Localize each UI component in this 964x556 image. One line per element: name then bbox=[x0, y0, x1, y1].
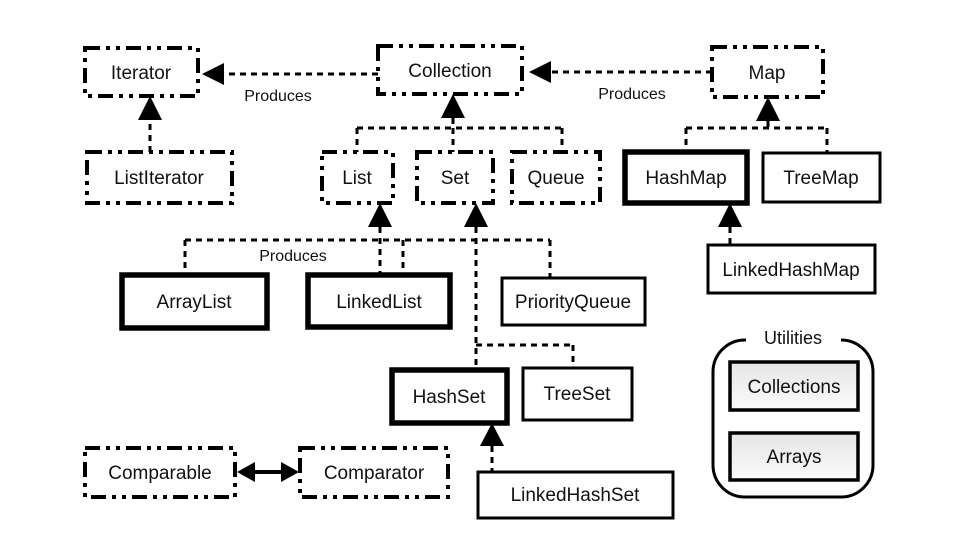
inheritance-arrowhead-up-icon bbox=[138, 96, 162, 120]
node-collection-box bbox=[376, 44, 524, 96]
node-priorityqueue-box bbox=[500, 276, 647, 327]
node-comparable: Comparable bbox=[83, 446, 237, 499]
node-hashmap-box bbox=[622, 149, 750, 206]
node-arrays-utility: Arrays bbox=[728, 431, 860, 482]
node-queue-box bbox=[510, 150, 602, 205]
inheritance-arrowhead-up-icon bbox=[756, 97, 780, 121]
node-linkedhashset-box bbox=[476, 470, 675, 520]
node-linkedlist: LinkedList bbox=[305, 272, 453, 330]
node-iterator-box bbox=[83, 46, 200, 98]
node-set: Set bbox=[415, 150, 495, 205]
node-priorityqueue: PriorityQueue bbox=[500, 276, 647, 327]
node-queue: Queue bbox=[510, 150, 602, 205]
inheritance-arrowhead-up-icon bbox=[464, 203, 488, 227]
node-treeset-label: TreeSet bbox=[544, 384, 612, 405]
produces-label-map-collection: Produces bbox=[598, 86, 666, 103]
node-iterator-label: Iterator bbox=[111, 63, 172, 84]
node-list-label: List bbox=[342, 168, 372, 189]
connectors: Iterator --> Collection --> bbox=[138, 61, 829, 482]
node-hashset: HashSet bbox=[389, 367, 510, 426]
inheritance-arrowhead-up-icon bbox=[441, 94, 465, 118]
node-treemap-label: TreeMap bbox=[783, 168, 858, 189]
node-linkedhashset-label: LinkedHashSet bbox=[511, 485, 641, 506]
node-map: Map bbox=[710, 45, 825, 99]
node-set-box bbox=[415, 150, 495, 205]
node-linkedlist-label: LinkedList bbox=[336, 292, 422, 313]
double-arrowhead-right-icon bbox=[281, 462, 299, 482]
node-collections-label: Collections bbox=[748, 377, 841, 398]
node-arraylist: ArrayList bbox=[119, 272, 270, 331]
node-linkedhashset: LinkedHashSet bbox=[476, 470, 675, 520]
node-linkedlist-box bbox=[305, 272, 453, 330]
node-queue-label: Queue bbox=[527, 168, 584, 189]
node-hashset-box bbox=[389, 367, 510, 426]
node-comparator-label: Comparator bbox=[324, 463, 425, 484]
node-map-label: Map bbox=[749, 63, 786, 84]
node-listiterator: ListIterator bbox=[85, 150, 234, 205]
inheritance-arrowhead-up-icon bbox=[368, 203, 392, 227]
node-arraylist-box bbox=[119, 272, 270, 331]
node-collection: Collection bbox=[376, 44, 524, 96]
node-list-box bbox=[320, 150, 395, 205]
node-arraylist-label: ArrayList bbox=[157, 292, 233, 313]
node-collections-utility: Collections bbox=[728, 360, 860, 412]
node-set-label: Set bbox=[441, 168, 470, 189]
node-arrays-box bbox=[728, 431, 860, 482]
inheritance-arrowhead-up-icon bbox=[718, 203, 742, 227]
produces-arrowhead-left-icon bbox=[202, 63, 224, 85]
node-hashmap-label: HashMap bbox=[645, 168, 726, 189]
node-list: List bbox=[320, 150, 395, 205]
utilities-group: Utilities Collections Arrays bbox=[711, 328, 875, 499]
produces-label-collection-iterator: Produces bbox=[244, 88, 312, 105]
node-hashmap: HashMap bbox=[622, 149, 750, 206]
node-treemap-box bbox=[761, 151, 882, 204]
node-treeset-box bbox=[521, 366, 634, 422]
node-map-box bbox=[710, 45, 825, 99]
node-treemap: TreeMap bbox=[761, 151, 882, 204]
node-treeset: TreeSet bbox=[521, 366, 634, 422]
node-listiterator-label: ListIterator bbox=[114, 168, 204, 189]
node-linkedhashmap-box bbox=[706, 243, 877, 295]
node-comparable-label: Comparable bbox=[108, 463, 212, 484]
node-listiterator-box bbox=[85, 150, 234, 205]
node-collection-label: Collection bbox=[408, 61, 491, 82]
node-arrays-label: Arrays bbox=[767, 447, 822, 468]
node-linkedhashmap-label: LinkedHashMap bbox=[722, 260, 859, 281]
utilities-label-mask bbox=[746, 332, 841, 348]
node-comparable-box bbox=[83, 446, 237, 499]
produces-label-list-impl: Produces bbox=[259, 248, 327, 265]
utilities-group-label: Utilities bbox=[764, 328, 822, 348]
node-comparator-box bbox=[298, 446, 450, 499]
inheritance-arrowhead-up-icon bbox=[480, 423, 504, 446]
node-comparator: Comparator bbox=[298, 446, 450, 499]
double-arrowhead-left-icon bbox=[237, 462, 255, 482]
node-linkedhashmap: LinkedHashMap bbox=[706, 243, 877, 295]
node-hashset-label: HashSet bbox=[413, 387, 487, 408]
node-priorityqueue-label: PriorityQueue bbox=[515, 292, 631, 313]
produces-arrowhead-left-icon bbox=[529, 61, 551, 83]
node-iterator: Iterator bbox=[83, 46, 200, 98]
node-collections-box bbox=[728, 360, 860, 412]
